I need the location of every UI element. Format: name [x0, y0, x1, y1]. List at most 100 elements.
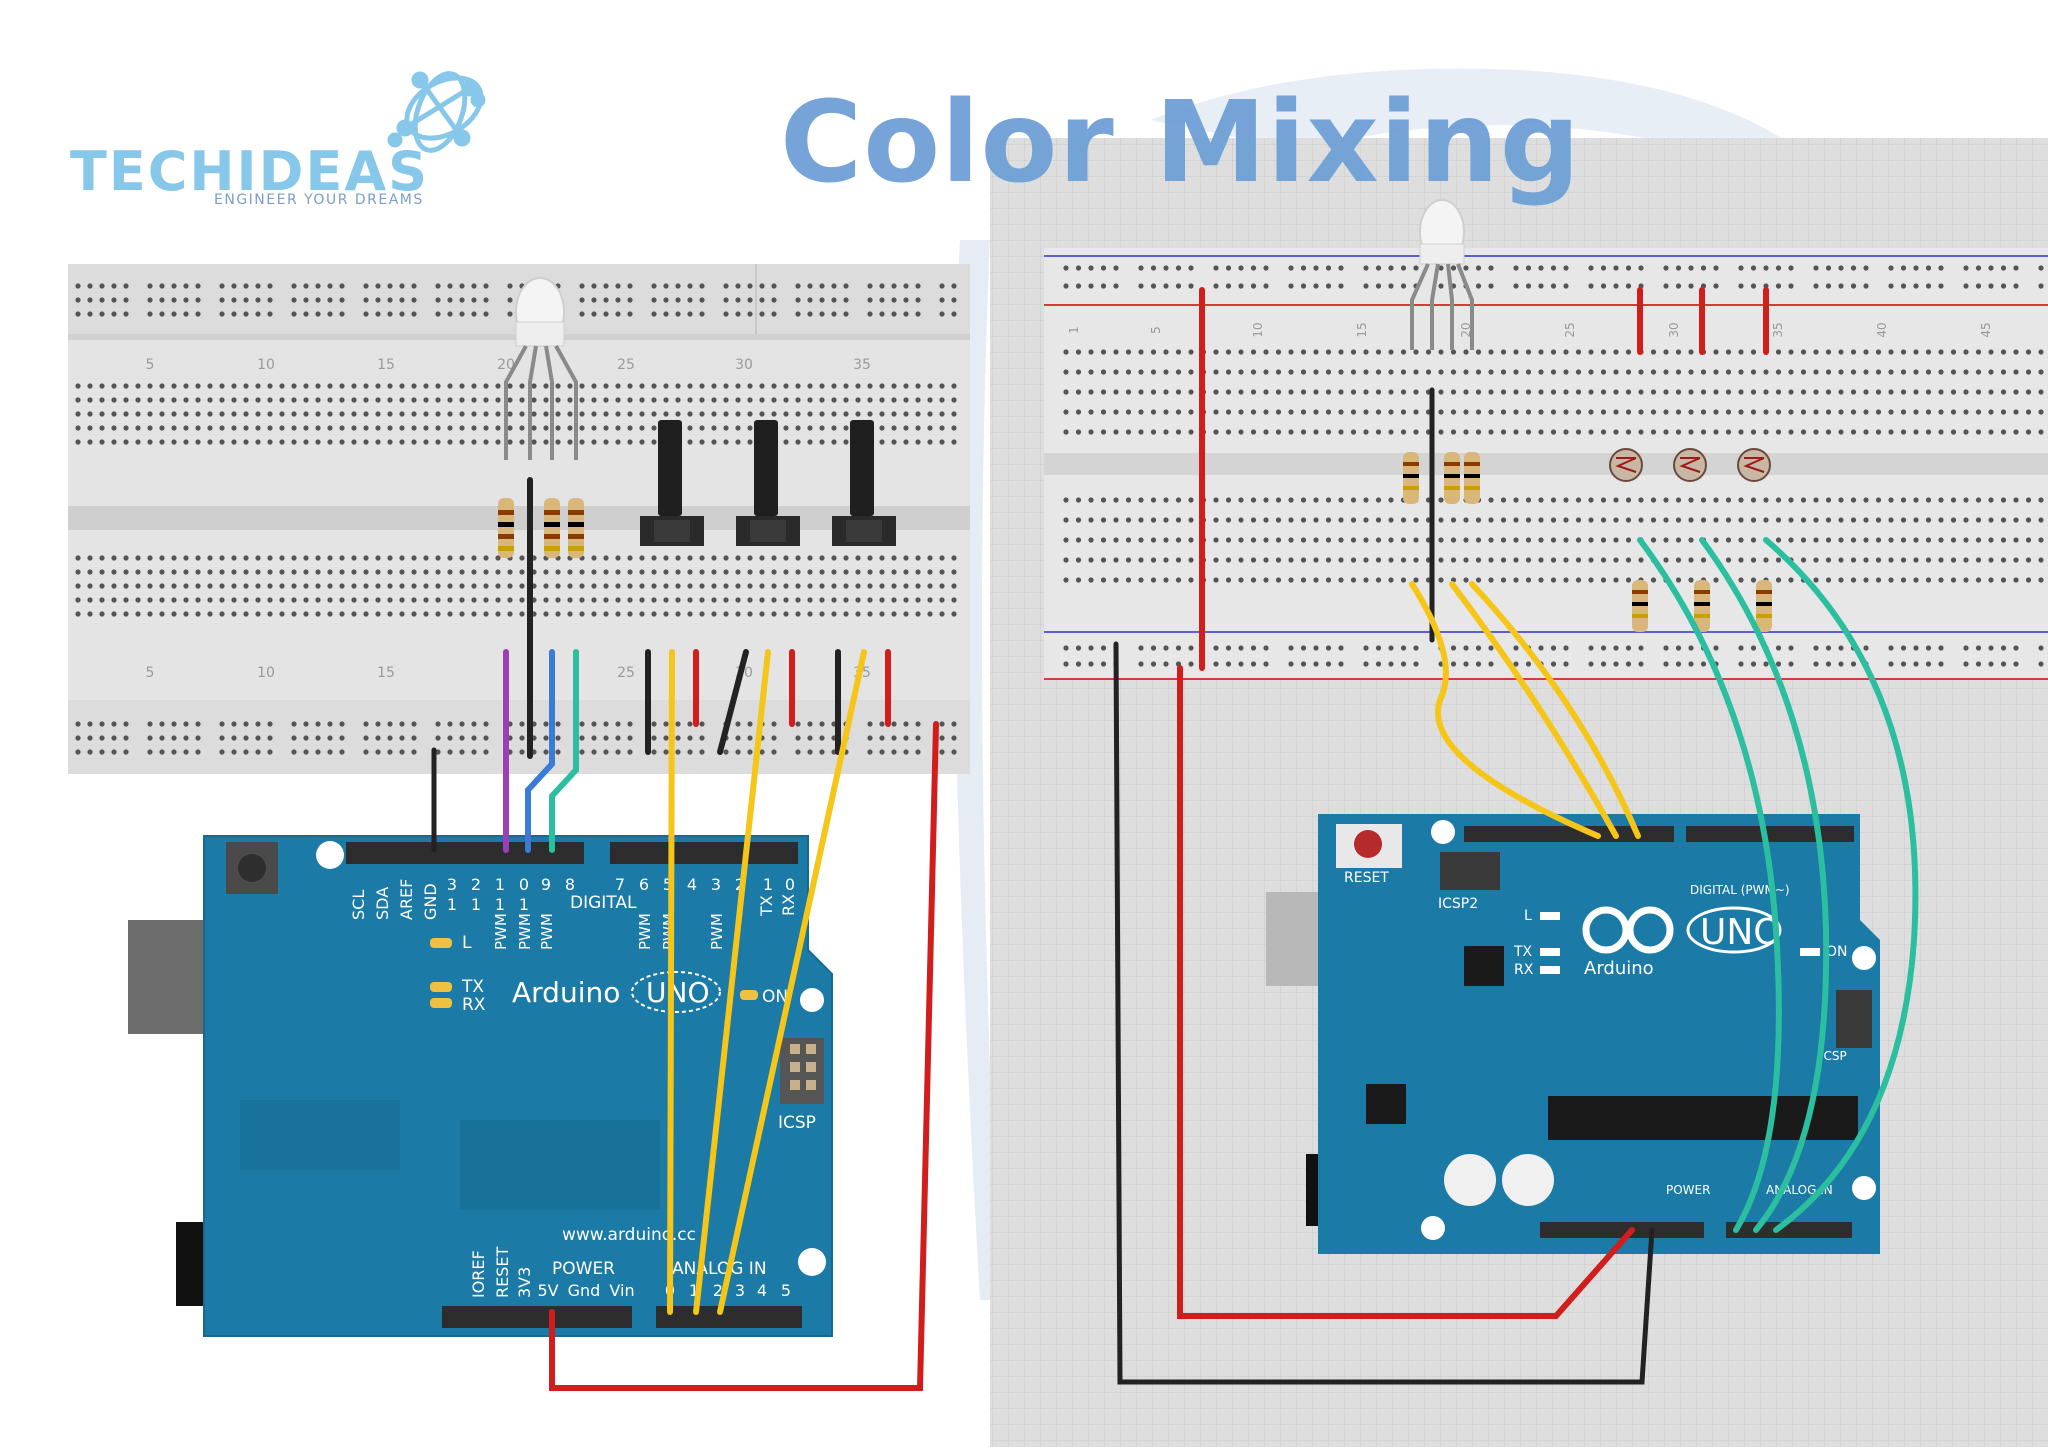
breadboard-hole — [183, 425, 189, 431]
breadboard-hole — [1800, 349, 1807, 355]
breadboard-hole — [111, 439, 117, 445]
breadboard-hole — [1250, 409, 1257, 415]
breadboard-hole — [579, 383, 585, 389]
breadboard-column-number: 25 — [1563, 322, 1577, 337]
breadboard-hole — [1863, 537, 1869, 543]
breadboard-hole — [1400, 661, 1407, 667]
breadboard-hole — [1600, 577, 1607, 583]
breadboard-hole — [183, 555, 189, 561]
breadboard-hole — [1825, 577, 1832, 583]
breadboard-hole — [1575, 349, 1582, 355]
breadboard-hole — [867, 383, 873, 389]
breadboard-hole — [1425, 349, 1432, 355]
breadboard-hole — [315, 311, 321, 317]
breadboard-hole — [267, 555, 273, 561]
breadboard-hole — [1888, 497, 1894, 503]
breadboard-hole — [303, 383, 309, 389]
breadboard-hole — [219, 397, 225, 403]
breadboard-hole — [891, 555, 897, 561]
breadboard-hole — [771, 297, 777, 303]
breadboard-hole — [519, 425, 525, 431]
photoresistor — [1609, 448, 1643, 482]
power-label: POWER — [552, 1259, 615, 1279]
breadboard-hole — [315, 597, 321, 603]
breadboard-hole — [1088, 497, 1094, 503]
breadboard-hole — [555, 383, 561, 389]
breadboard-hole — [639, 439, 645, 445]
breadboard-hole — [171, 569, 177, 575]
board-brand: Arduino — [512, 976, 620, 1009]
breadboard-hole — [915, 297, 921, 303]
breadboard-hole — [1400, 369, 1407, 375]
breadboard-hole — [843, 297, 849, 303]
breadboard-column-number: 30 — [735, 357, 753, 373]
breadboard-hole — [939, 735, 945, 741]
breadboard-hole — [615, 397, 621, 403]
breadboard-hole — [135, 383, 141, 389]
breadboard-hole — [1300, 577, 1307, 583]
breadboard-hole — [783, 397, 789, 403]
breadboard-hole — [231, 721, 237, 727]
breadboard-hole — [1563, 389, 1569, 395]
breadboard-hole — [363, 383, 369, 389]
breadboard-hole — [75, 583, 81, 589]
breadboard-hole — [783, 411, 789, 417]
breadboard-hole — [1975, 429, 1982, 435]
breadboard-hole — [1513, 283, 1519, 289]
breadboard-hole — [327, 611, 333, 617]
breadboard-hole — [1488, 409, 1494, 415]
breadboard-hole — [195, 297, 201, 303]
breadboard-hole — [1150, 409, 1157, 415]
breadboard-hole — [1750, 429, 1757, 435]
breadboard-hole — [567, 569, 573, 575]
breadboard-hole — [1650, 409, 1657, 415]
breadboard-hole — [1250, 645, 1257, 651]
breadboard-hole — [399, 383, 405, 389]
breadboard-hole — [1313, 409, 1319, 415]
breadboard-hole — [951, 721, 957, 727]
breadboard-hole — [1188, 517, 1194, 523]
breadboard-hole — [1088, 349, 1094, 355]
breadboard-hole — [315, 749, 321, 755]
breadboard-hole — [255, 555, 261, 561]
breadboard-hole — [1700, 265, 1707, 271]
breadboard-hole — [123, 583, 129, 589]
breadboard-hole — [723, 583, 729, 589]
breadboard-hole — [255, 425, 261, 431]
breadboard-hole — [1550, 349, 1557, 355]
breadboard-hole — [1075, 349, 1082, 355]
breadboard-hole — [1163, 661, 1169, 667]
breadboard-hole — [1538, 283, 1544, 289]
breadboard-hole — [1700, 369, 1707, 375]
breadboard-hole — [1150, 537, 1157, 543]
breadboard-hole — [1563, 517, 1569, 523]
breadboard-hole — [1750, 349, 1757, 355]
breadboard-hole — [1450, 409, 1457, 415]
breadboard-hole — [1813, 517, 1819, 523]
breadboard-hole — [1913, 577, 1919, 583]
breadboard-hole — [99, 383, 105, 389]
breadboard-column-number: 40 — [1875, 322, 1889, 337]
breadboard-hole — [1088, 537, 1094, 543]
breadboard-hole — [1213, 349, 1219, 355]
breadboard-hole — [591, 569, 597, 575]
pin-label: GND — [421, 883, 440, 920]
breadboard-hole — [519, 555, 525, 561]
breadboard-hole — [795, 311, 801, 317]
breadboard-hole — [1688, 265, 1694, 271]
breadboard-hole — [1250, 369, 1257, 375]
breadboard-hole — [687, 397, 693, 403]
breadboard-hole — [1938, 645, 1944, 651]
breadboard-hole — [1750, 517, 1757, 523]
breadboard-hole — [1625, 577, 1632, 583]
breadboard-hole — [615, 439, 621, 445]
breadboard-hole — [579, 749, 585, 755]
breadboard-hole — [1413, 369, 1419, 375]
breadboard-hole — [1113, 497, 1119, 503]
breadboard-hole — [879, 569, 885, 575]
breadboard-hole — [243, 311, 249, 317]
breadboard-hole — [231, 735, 237, 741]
breadboard-hole — [1300, 645, 1307, 651]
breadboard-hole — [879, 597, 885, 603]
breadboard-hole — [1113, 389, 1119, 395]
